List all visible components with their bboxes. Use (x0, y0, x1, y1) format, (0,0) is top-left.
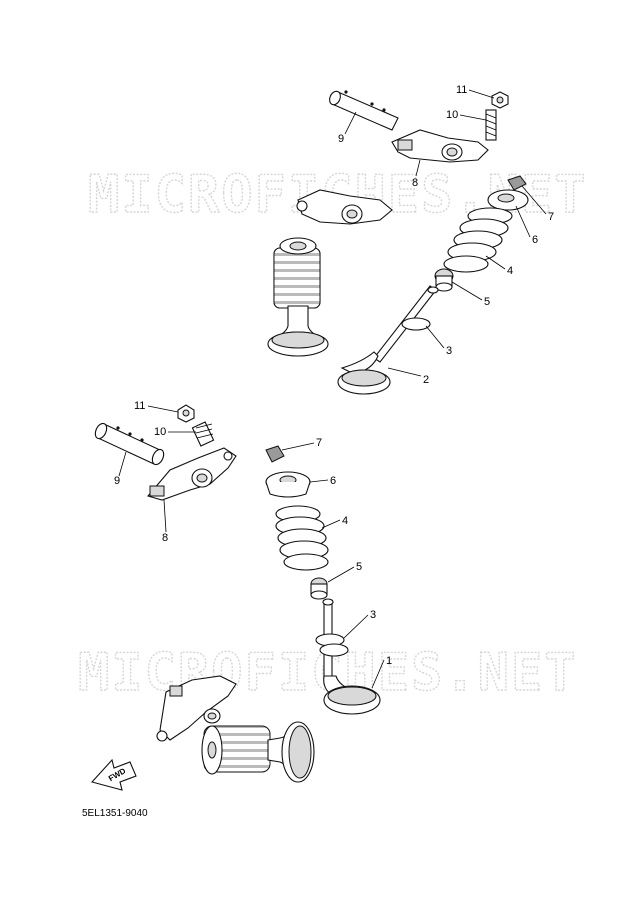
lower-assembled-rocker (156, 675, 237, 742)
upper-adjuster-screw (485, 109, 497, 141)
callout-7-lower: 7 (316, 437, 322, 449)
upper-callouts: 11 10 9 8 7 6 4 5 3 2 (338, 84, 554, 386)
lower-rocker-shaft (94, 422, 165, 466)
lower-rocker-arm (147, 447, 237, 501)
upper-assembly (267, 90, 529, 395)
lower-valve-seal (310, 577, 328, 600)
callout-5-lower: 5 (356, 561, 362, 573)
lower-spring-retainer (265, 471, 311, 498)
callout-9-upper: 9 (338, 133, 344, 145)
upper-assembled-valve (267, 237, 329, 357)
callout-2-upper: 2 (423, 374, 429, 386)
upper-rocker-shaft (329, 90, 399, 131)
callout-8-lower: 8 (162, 532, 168, 544)
callout-10-upper: 10 (446, 109, 458, 121)
lower-valve-spring (275, 505, 329, 571)
callout-3-lower: 3 (370, 609, 376, 621)
lower-adjuster-screw (191, 421, 215, 447)
upper-valve-cotter (507, 175, 527, 191)
callout-5-upper: 5 (484, 296, 490, 308)
lower-intake-valve (315, 598, 381, 715)
callout-7-upper: 7 (548, 211, 554, 223)
callout-4-upper: 4 (507, 265, 513, 277)
callout-4-lower: 4 (342, 515, 348, 527)
upper-rocker-arm (391, 129, 489, 163)
callout-6-lower: 6 (330, 475, 336, 487)
lower-callouts: 11 10 9 8 7 6 4 5 3 1 (114, 400, 392, 689)
upper-exhaust-valve (337, 285, 439, 395)
callout-6-upper: 6 (532, 234, 538, 246)
upper-spring-retainer (487, 189, 529, 211)
callout-10-lower: 10 (154, 426, 166, 438)
lower-assembled-valve (201, 721, 315, 783)
callout-9-lower: 9 (114, 475, 120, 487)
drawing-code: 5EL1351-9040 (82, 808, 148, 819)
upper-valve-seal (434, 268, 454, 292)
fwd-arrow: FWD (90, 758, 137, 791)
callout-8-upper: 8 (412, 177, 418, 189)
callout-1-lower: 1 (386, 655, 392, 667)
lower-valve-cotter (265, 445, 285, 463)
upper-lock-nut (491, 91, 509, 109)
lower-lock-nut (177, 404, 195, 423)
upper-valve-spring (443, 207, 513, 273)
upper-assembled-rocker (296, 189, 393, 225)
lower-assembly: FWD (90, 404, 381, 791)
callout-3-upper: 3 (446, 345, 452, 357)
callout-11-upper: 11 (456, 84, 467, 96)
callout-11-lower: 11 (134, 400, 145, 412)
